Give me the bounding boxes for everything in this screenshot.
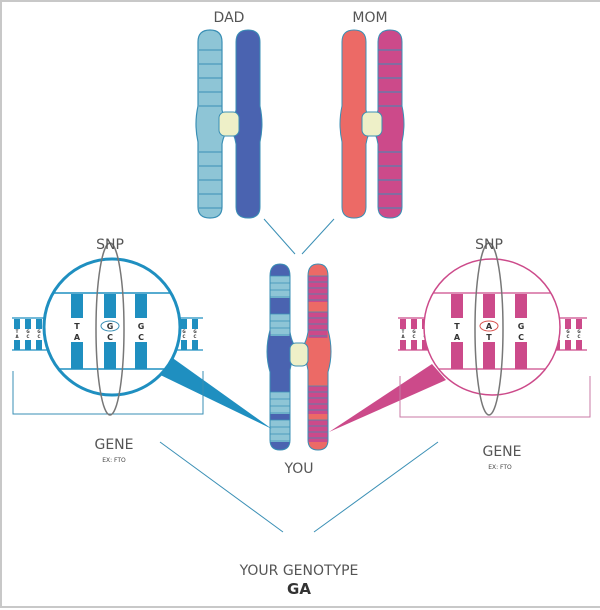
mini-base-bottom: C: [38, 334, 41, 339]
right-gene-to-genotype-line: [313, 441, 439, 533]
you-chromosome: YOU: [266, 263, 332, 477]
base-top: A: [486, 322, 493, 331]
base-pair: TA: [71, 294, 83, 369]
right-magnifier-handle: [329, 364, 446, 432]
mini-base-pair: TA: [400, 319, 406, 350]
mini-base-pair: GC: [36, 319, 42, 350]
mini-base-top: T: [402, 329, 405, 334]
right-snp-label: SNP: [475, 237, 503, 253]
you-magenta-band: [308, 275, 328, 302]
mini-base-bottom: C: [27, 334, 30, 339]
mini-base-top: G: [412, 329, 415, 334]
you-centromere: [289, 342, 309, 367]
mini-base-bottom: C: [567, 334, 570, 339]
base-top: G: [138, 322, 145, 331]
you-magenta-band: [308, 311, 328, 338]
base-pair: TA: [451, 294, 463, 369]
mini-base-top: G: [182, 329, 185, 334]
mini-base-bottom: A: [401, 334, 405, 339]
base-bottom: C: [138, 333, 144, 342]
left-snp-label: SNP: [96, 237, 124, 253]
base-bottom: C: [518, 333, 524, 342]
snp-base-pair: AT: [479, 294, 499, 369]
base-bottom: A: [454, 333, 461, 342]
base-top: T: [74, 322, 80, 331]
right-gene-example: EX: FTO: [488, 464, 512, 471]
mini-base-pair: GC: [192, 319, 198, 350]
mini-base-top: G: [193, 329, 196, 334]
you-label: YOU: [283, 461, 313, 477]
mom-label: MOM: [352, 10, 387, 26]
mini-base-top: G: [566, 329, 569, 334]
mini-base-bottom: C: [578, 334, 581, 339]
left-gene-example: EX: FTO: [102, 457, 126, 464]
mini-base-bottom: C: [413, 334, 416, 339]
right-snp-oval: [474, 242, 504, 416]
mom-centromere: [361, 111, 383, 137]
genotype-title: YOUR GENOTYPE: [239, 563, 359, 579]
you-light-blue-band: [270, 391, 290, 414]
base-bottom: A: [74, 333, 81, 342]
mini-base-top: T: [16, 329, 19, 334]
dad-to-you-line: [263, 218, 296, 255]
snp-highlight-ring: [100, 320, 120, 332]
right-gene-bracket: [399, 376, 591, 418]
base-top: G: [107, 322, 114, 331]
mini-base-pair: GC: [576, 319, 582, 350]
base-pair: GC: [135, 294, 147, 369]
genotype-value: GA: [287, 580, 311, 598]
mini-base-top: G: [37, 329, 40, 334]
snp-base-pair: GC: [100, 294, 120, 369]
you-light-blue-band: [270, 275, 290, 298]
mini-base-pair: GC: [25, 319, 31, 350]
left-gene-to-genotype-line: [159, 441, 284, 533]
mini-base-top: G: [577, 329, 580, 334]
mini-base-pair: GC: [565, 319, 571, 350]
base-bottom: T: [486, 333, 492, 342]
base-bottom: C: [107, 333, 113, 342]
left-snp-oval: [95, 242, 125, 416]
base-top: G: [518, 322, 525, 331]
left-gene-label: GENE: [94, 437, 133, 453]
mom-to-you-line: [301, 218, 335, 255]
mom-chromosome: MOM: [339, 10, 405, 219]
mini-base-pair: GC: [181, 319, 187, 350]
left-magnifier-handle: [150, 354, 272, 429]
you-magenta-band: [308, 385, 328, 414]
you-light-blue-band: [270, 419, 290, 442]
mini-base-pair: GC: [411, 319, 417, 350]
right-gene-label: GENE: [482, 444, 521, 460]
you-light-blue-band: [270, 313, 290, 336]
mini-base-pair: TA: [14, 319, 20, 350]
you-magenta-band: [308, 419, 328, 442]
mini-base-top: G: [26, 329, 29, 334]
base-top: T: [454, 322, 460, 331]
mini-base-bottom: C: [194, 334, 197, 339]
mini-base-bottom: A: [15, 334, 19, 339]
snp-highlight-ring: [479, 320, 499, 332]
base-pair: GC: [515, 294, 527, 369]
dad-chromosome: DAD: [195, 10, 263, 219]
dad-centromere: [218, 111, 240, 137]
dad-label: DAD: [214, 10, 245, 26]
mini-base-bottom: C: [183, 334, 186, 339]
